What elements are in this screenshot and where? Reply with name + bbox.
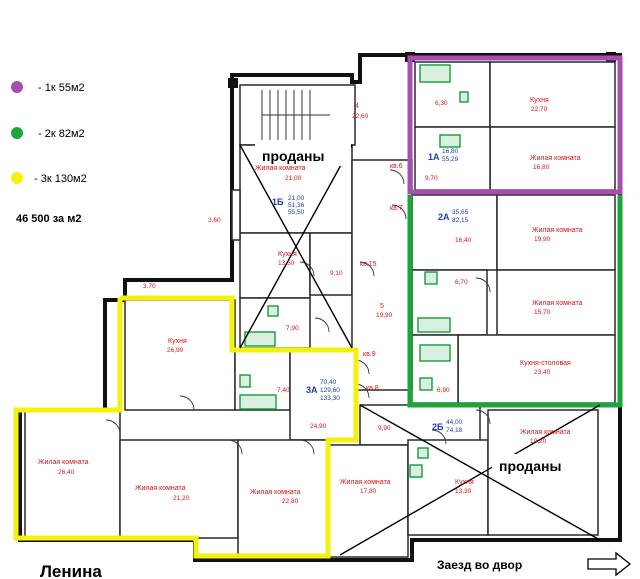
room-area: 19,90 (534, 236, 551, 243)
room-area: 13,50 (278, 260, 295, 267)
apartment-total-area: 74,18 (446, 427, 463, 434)
room-area: 26,90 (167, 347, 184, 354)
room-area: 6,90 (437, 387, 450, 394)
room-area: 21,00 (285, 175, 302, 182)
apartment-1k-highlight (407, 55, 623, 195)
legend-swatch-3k (11, 172, 23, 184)
legend-swatch-2k (11, 127, 23, 139)
room-area: 7,90 (286, 325, 299, 332)
room-name: Жилая комната (255, 165, 306, 172)
room-name: Кухня (455, 479, 474, 486)
room-labels: Кухня 22,70 6,30 9,70 Жилая комната 16,8… (38, 97, 583, 505)
room-name: Жилая комната (530, 155, 581, 162)
entrance-label: Заезд во двор (437, 558, 522, 572)
room-name: Кухня (168, 338, 187, 345)
room-area: 21,20 (173, 495, 190, 502)
legend-swatch-1k (11, 81, 23, 93)
apartment-2k-highlight (407, 195, 623, 408)
sold-cross-bottom (339, 404, 601, 556)
street-name: Ленина (40, 562, 102, 579)
apartment-total-area: 133,30 (320, 395, 340, 402)
room-area: 23,40 (534, 369, 551, 376)
room-area: 9,90 (378, 425, 391, 432)
apartment-id: 2А (438, 212, 450, 222)
room-number: 5 (380, 303, 384, 310)
apartment-area: 129,60 (320, 387, 340, 394)
room-area: 22,70 (531, 106, 548, 113)
kv-label: кв.9 (363, 351, 376, 358)
apartment-living-area: 16,80 (442, 148, 459, 155)
apartment-living-area: 35,65 (452, 209, 469, 216)
room-name: Жилая комната (38, 459, 89, 466)
kv-label: кв.15 (360, 261, 377, 268)
legend-3k-label: - 3к 130м2 (34, 173, 87, 185)
arrow-right-icon (587, 551, 632, 577)
room-name: Кухня (530, 97, 549, 104)
room-area: 16,40 (455, 237, 472, 244)
kv-label: кв.8 (366, 385, 379, 392)
doors (105, 169, 491, 455)
room-area: 22,60 (352, 113, 369, 120)
sold-label-top: проданы (262, 148, 324, 164)
room-area: 17,80 (360, 488, 377, 495)
apartment-living-area: 70,40 (320, 379, 337, 386)
apartment-area: 51,36 (288, 202, 305, 209)
price-per-m2: 46 500 за м2 (16, 213, 81, 225)
room-name: Жилая комната (135, 485, 186, 492)
kv-label: кв.7 (390, 205, 403, 212)
room-name: Жилая комната (250, 489, 301, 496)
apartment-id: 3А (306, 385, 318, 395)
room-name: Жилая комната (520, 429, 571, 436)
apartment-total-area: 82,15 (452, 217, 469, 224)
room-area: 22,80 (282, 498, 299, 505)
apartment-id: 1Б (272, 197, 284, 207)
room-area: 16,80 (533, 164, 550, 171)
legend-2k-label: - 2к 82м2 (38, 128, 85, 140)
apartment-total-area: 55,29 (442, 156, 459, 163)
plumbing-fixtures (239, 64, 469, 478)
room-name: Жилая комната (532, 300, 583, 307)
apartment-living-area: 44,00 (446, 419, 463, 426)
room-name: Жилая комната (532, 227, 583, 234)
room-area: 3,60 (208, 217, 221, 224)
apartment-living-area: 21,00 (288, 195, 305, 202)
apartment-3k-highlight (13, 295, 359, 559)
room-number: 4 (355, 103, 359, 110)
room-area: 6,30 (435, 100, 448, 107)
room-area: 3,70 (143, 283, 156, 290)
room-area: 15,70 (534, 309, 551, 316)
room-name: Кухня (278, 251, 297, 258)
legend-1k-label: - 1к 55м2 (38, 82, 85, 94)
room-area: 24,90 (310, 423, 327, 430)
room-area: 9,70 (425, 175, 438, 182)
room-area: 6,70 (455, 279, 468, 286)
room-area: 19,90 (376, 312, 393, 319)
room-area: 13,30 (455, 488, 472, 495)
apartment-id: 2Б (432, 422, 444, 432)
sold-cross-top (239, 144, 353, 349)
legend: - 1к 55м2 - 2к 82м2 - 3к 130м2 46 500 за… (11, 81, 87, 225)
room-area: 19,20 (530, 438, 547, 445)
room-area: 7,40 (277, 387, 290, 394)
room-name: Кухня-столовая (520, 360, 571, 367)
apartment-id: 1А (428, 152, 440, 162)
room-outlines (24, 61, 616, 558)
kv-label: кв.6 (390, 163, 403, 170)
room-name: Жилая комната (340, 479, 391, 486)
sold-label-bottom: проданы (499, 458, 561, 474)
room-area: 26,40 (58, 469, 75, 476)
room-area: 9,10 (330, 270, 343, 277)
apartment-total-area: 55,50 (288, 209, 305, 216)
